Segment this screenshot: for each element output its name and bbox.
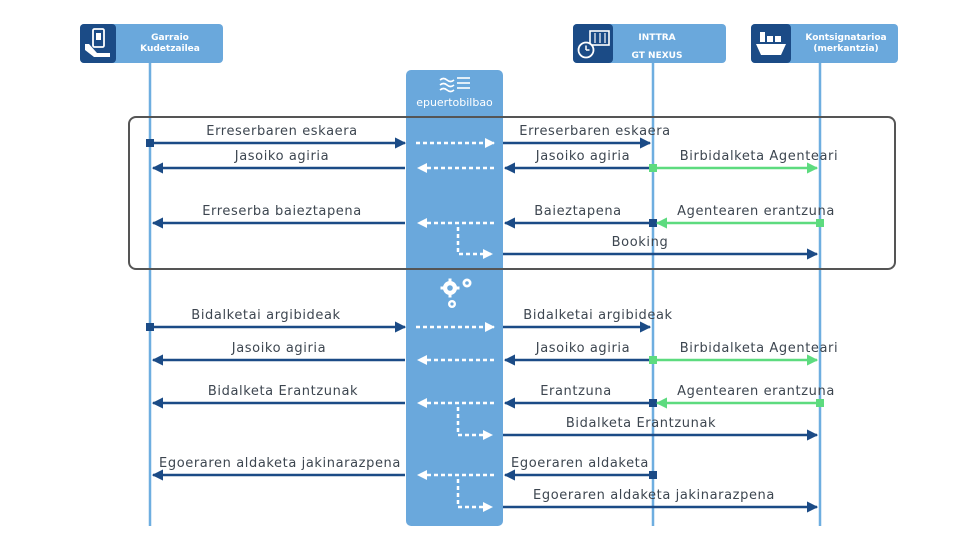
label-m12: Jasoiko agiria (231, 341, 326, 356)
label-m13: Jasoiko agiria (535, 341, 630, 356)
actor-inttra-line1: INTTRA (638, 33, 675, 43)
arrow-m7-start (649, 219, 657, 227)
label-m4: Jasoiko agiria (535, 149, 630, 164)
label-m21: Egoeraren aldaketa jakinarazpena (533, 488, 775, 503)
label-m15: Bidalketa Erantzunak (208, 384, 358, 399)
label-m17: Agentearen erantzuna (677, 384, 835, 399)
cargo-ship-icon (751, 24, 791, 63)
actor-inttra-line2: GT NEXUS (632, 51, 683, 61)
actor-garraio: Garraio Kudetzailea (80, 24, 223, 63)
hub-route-1 (456, 227, 493, 259)
label-m14: Birbidalketa Agenteari (680, 341, 838, 356)
actor-inttra: INTTRA GT NEXUS (573, 24, 726, 63)
arrow-m10-start (146, 323, 154, 331)
hub-route-2 (456, 407, 493, 440)
arrow-m1-start (146, 139, 154, 147)
arrow-m14-start (649, 356, 657, 364)
label-m8: Agentearen erantzuna (677, 204, 835, 219)
label-m3: Jasoiko agiria (234, 149, 329, 164)
label-m18: Bidalketa Erantzunak (566, 416, 716, 431)
container-clock-icon (573, 24, 613, 63)
actor-kontsignatarioa-line2: (merkantzia) (813, 44, 878, 54)
actor-kontsignatarioa: Kontsignatarioa (merkantzia) (751, 24, 898, 63)
hub-route-3 (456, 479, 493, 512)
arrow-m8-start (816, 219, 824, 227)
label-m6: Erreserba baieztapena (202, 204, 362, 219)
label-m16: Erantzuna (540, 384, 612, 399)
arrow-m5-start (649, 164, 657, 172)
arrow-m17-start (816, 399, 824, 407)
label-m9: Booking (612, 235, 669, 250)
booking-group-frame (128, 116, 896, 270)
epuertobilbao-hub: epuertobilbao (406, 70, 503, 526)
label-m19: Egoeraren aldaketa jakinarazpena (159, 456, 401, 471)
label-m10: Bidalketai argibideak (191, 308, 340, 323)
arrow-m16-start (649, 399, 657, 407)
actor-kontsignatarioa-line1: Kontsignatarioa (805, 33, 886, 43)
actor-garraio-line1: Garraio (151, 33, 189, 43)
actor-garraio-line2: Kudetzailea (140, 44, 200, 54)
gears-icon (440, 278, 472, 308)
label-m1: Erreserbaren eskaera (206, 124, 358, 139)
label-m7: Baieztapena (534, 204, 621, 219)
hub-logo-text: epuertobilbao (416, 96, 493, 109)
label-m11: Bidalketai argibideak (523, 308, 672, 323)
label-m5: Birbidalketa Agenteari (680, 149, 838, 164)
truck-operator-icon (80, 24, 116, 63)
label-m2: Erreserbaren eskaera (519, 124, 671, 139)
waves-icon (439, 77, 470, 93)
label-m20: Egoeraren aldaketa (511, 456, 649, 471)
arrow-m20-start (649, 471, 657, 479)
